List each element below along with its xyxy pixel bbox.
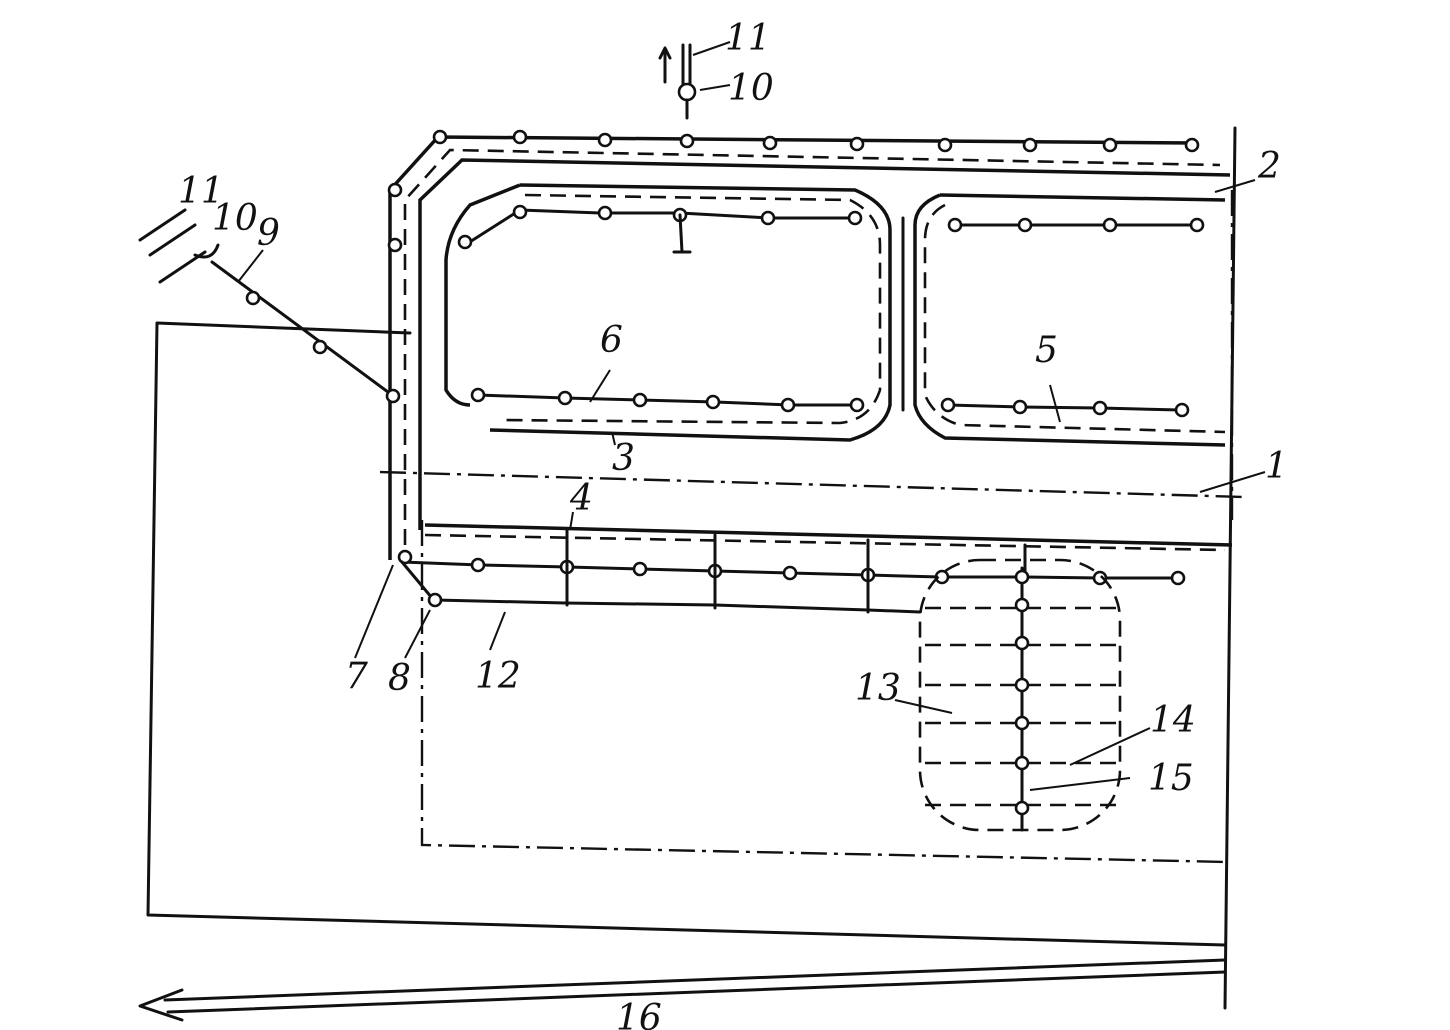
label-10-top: 10 xyxy=(728,68,774,109)
block-right xyxy=(901,193,1226,447)
label-2: 2 xyxy=(1257,146,1281,187)
label-6: 6 xyxy=(600,320,623,361)
label-9: 9 xyxy=(257,213,280,254)
callout-labels: 1 2 3 4 5 6 7 8 9 10 10 11 11 12 13 14 1… xyxy=(178,18,1288,1030)
label-16: 16 xyxy=(616,998,662,1030)
label-14: 14 xyxy=(1150,700,1196,741)
label-13: 13 xyxy=(855,668,901,709)
label-1: 1 xyxy=(1265,446,1288,487)
label-7: 7 xyxy=(345,656,368,697)
output-arrow xyxy=(138,958,1227,1022)
top-input xyxy=(658,43,697,120)
label-15: 15 xyxy=(1148,758,1194,799)
outer-boundary xyxy=(146,126,1237,1010)
dashdot-enclosure xyxy=(379,190,1246,864)
bottom-row xyxy=(397,523,1233,614)
label-11-top: 11 xyxy=(725,18,771,59)
label-5: 5 xyxy=(1035,330,1058,371)
label-12: 12 xyxy=(475,656,521,697)
drainage-field xyxy=(918,558,1122,832)
label-3: 3 xyxy=(612,438,635,479)
label-8: 8 xyxy=(388,658,411,699)
leader-lines xyxy=(237,41,1266,791)
label-4: 4 xyxy=(569,478,593,519)
block-left xyxy=(444,183,892,442)
top-row-nodes xyxy=(387,129,1200,253)
label-11-left: 11 xyxy=(178,171,224,212)
main-trunk xyxy=(388,135,1231,560)
label-10-left: 10 xyxy=(212,198,258,239)
left-input-branch xyxy=(138,208,401,404)
